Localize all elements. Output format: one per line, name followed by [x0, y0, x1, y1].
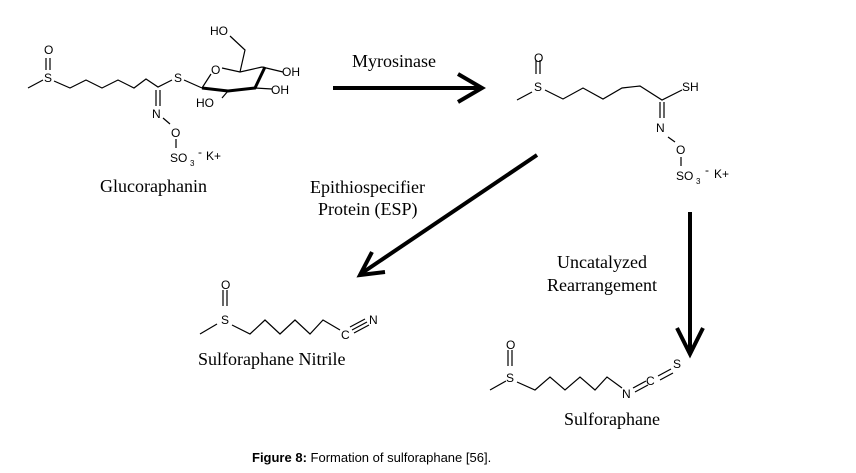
potassium-ion: K+ [206, 149, 221, 163]
figure-caption: Figure 8: Formation of sulforaphane [56]… [252, 450, 491, 465]
sulfonate-group: SO [170, 151, 187, 165]
hydroxyl: HO [210, 24, 228, 38]
atom-n: N [152, 107, 161, 121]
esp-label: Epithiospecifier [310, 177, 425, 197]
atom-o: O [506, 338, 515, 352]
glucoraphanin-structure: O S S N O SO 3 - K+ O HO OH OH HO Glucor… [27, 24, 300, 196]
subscript: 3 [190, 159, 195, 168]
myrosinase-label: Myrosinase [352, 51, 436, 71]
atom-s: S [174, 71, 182, 85]
atom-o: O [171, 126, 180, 140]
sulfonate-group: SO [676, 169, 693, 183]
sulforaphane-structure: O S N C S Sulforaphane [489, 338, 681, 429]
sulforaphane-label: Sulforaphane [564, 409, 660, 429]
atom-o: O [211, 63, 220, 77]
hydroxyl: OH [282, 65, 300, 79]
charge: - [705, 163, 709, 177]
atom-s: S [673, 357, 681, 371]
atom-c: C [341, 328, 350, 342]
rearrangement-label: Uncatalyzed [557, 252, 647, 272]
atom-o: O [44, 43, 53, 57]
atom-n: N [369, 313, 378, 327]
subscript: 3 [696, 177, 701, 186]
atom-n: N [622, 387, 631, 401]
hydroxyl: OH [271, 83, 289, 97]
charge: - [198, 145, 202, 159]
atom-s: S [44, 71, 52, 85]
thiohydroximate-structure: O S SH N O SO 3 - K+ [516, 51, 729, 186]
potassium-ion: K+ [714, 167, 729, 181]
glucoraphanin-label: Glucoraphanin [100, 176, 207, 196]
myrosinase-arrow: Myrosinase [333, 51, 486, 104]
atom-o: O [534, 51, 543, 65]
atom-n: N [656, 121, 665, 135]
rearrangement-label: Rearrangement [547, 275, 657, 295]
esp-label: Protein (ESP) [318, 199, 418, 220]
sulforaphane-nitrile-structure: O S C N Sulforaphane Nitrile [198, 278, 378, 369]
caption-text: Formation of sulforaphane [56]. [307, 450, 491, 465]
caption-prefix: Figure 8: [252, 450, 307, 465]
atom-s: S [506, 371, 514, 385]
esp-arrow: Epithiospecifier Protein (ESP) [310, 153, 539, 278]
atom-c: C [646, 374, 655, 388]
sulforaphane-nitrile-label: Sulforaphane Nitrile [198, 349, 345, 369]
atom-s: S [221, 313, 229, 327]
atom-o: O [221, 278, 230, 292]
thiol: SH [682, 80, 699, 94]
atom-o: O [676, 143, 685, 157]
rearrangement-arrow: Uncatalyzed Rearrangement [547, 212, 705, 359]
hydroxyl: HO [196, 96, 214, 110]
atom-s: S [534, 80, 542, 94]
